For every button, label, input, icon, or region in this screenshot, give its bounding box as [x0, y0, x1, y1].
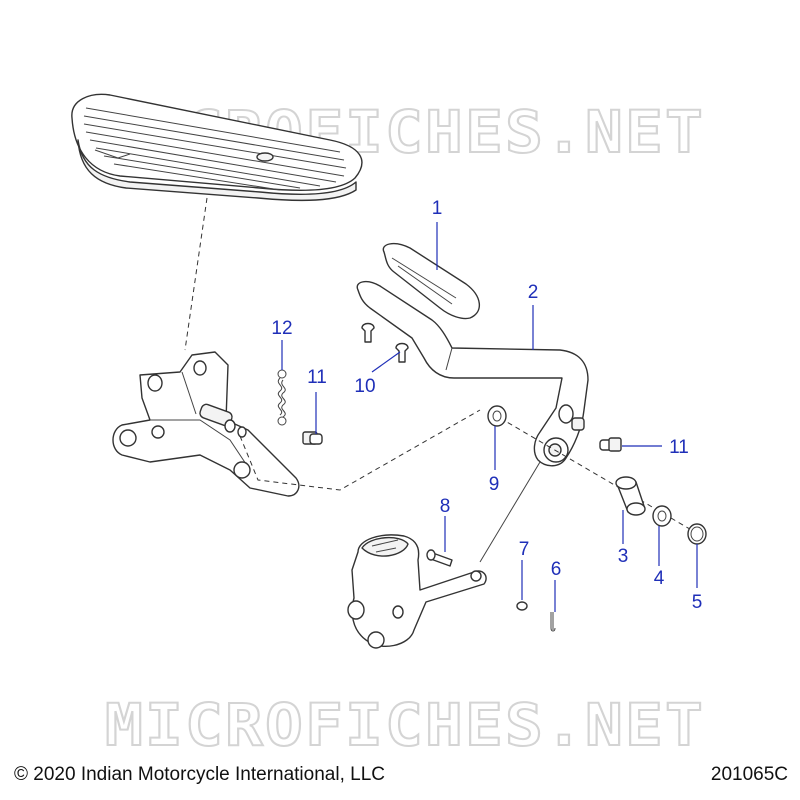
bushing: [615, 476, 646, 516]
callout-9[interactable]: 9: [489, 474, 500, 495]
callout-11-left[interactable]: 11: [307, 367, 327, 388]
callout-12[interactable]: 12: [271, 318, 292, 339]
callout-1[interactable]: 1: [432, 198, 443, 219]
bolt-left: [302, 431, 323, 445]
mounting-bracket: [112, 351, 300, 497]
washer-9: [487, 405, 507, 427]
callout-3[interactable]: 3: [618, 546, 629, 567]
brake-pedal-pad: [382, 242, 480, 320]
watermark-bottom: MICROFICHES.NET: [105, 691, 705, 759]
callout-7[interactable]: 7: [519, 539, 530, 560]
leader-lines: [281, 222, 698, 612]
callout-10[interactable]: 10: [354, 376, 375, 397]
callout-8[interactable]: 8: [440, 496, 451, 517]
screws: [361, 322, 409, 363]
diagram-code: 201065C: [710, 764, 788, 785]
brake-pedal-lever: [356, 280, 589, 467]
pivot-dash-line: [239, 409, 481, 491]
floorboard: [71, 93, 363, 202]
copyright-notice: © 2020 Indian Motorcycle International, …: [14, 764, 385, 785]
floorboard-ribs: [83, 107, 347, 191]
linkage-line: [479, 461, 541, 563]
callout-6[interactable]: 6: [551, 559, 562, 580]
floorboard-dash-line: [184, 197, 208, 351]
callout-5[interactable]: 5: [692, 592, 703, 613]
callout-11-right[interactable]: 11: [669, 437, 689, 458]
washer-4: [652, 505, 672, 527]
washer-7: [516, 601, 528, 611]
callout-2[interactable]: 2: [528, 282, 539, 303]
return-spring: [277, 369, 287, 426]
callout-4[interactable]: 4: [654, 568, 665, 589]
master-cylinder: [347, 534, 487, 649]
bolt-right: [599, 437, 622, 452]
cotter-pin: [550, 612, 556, 632]
clevis-pin: [426, 549, 453, 567]
